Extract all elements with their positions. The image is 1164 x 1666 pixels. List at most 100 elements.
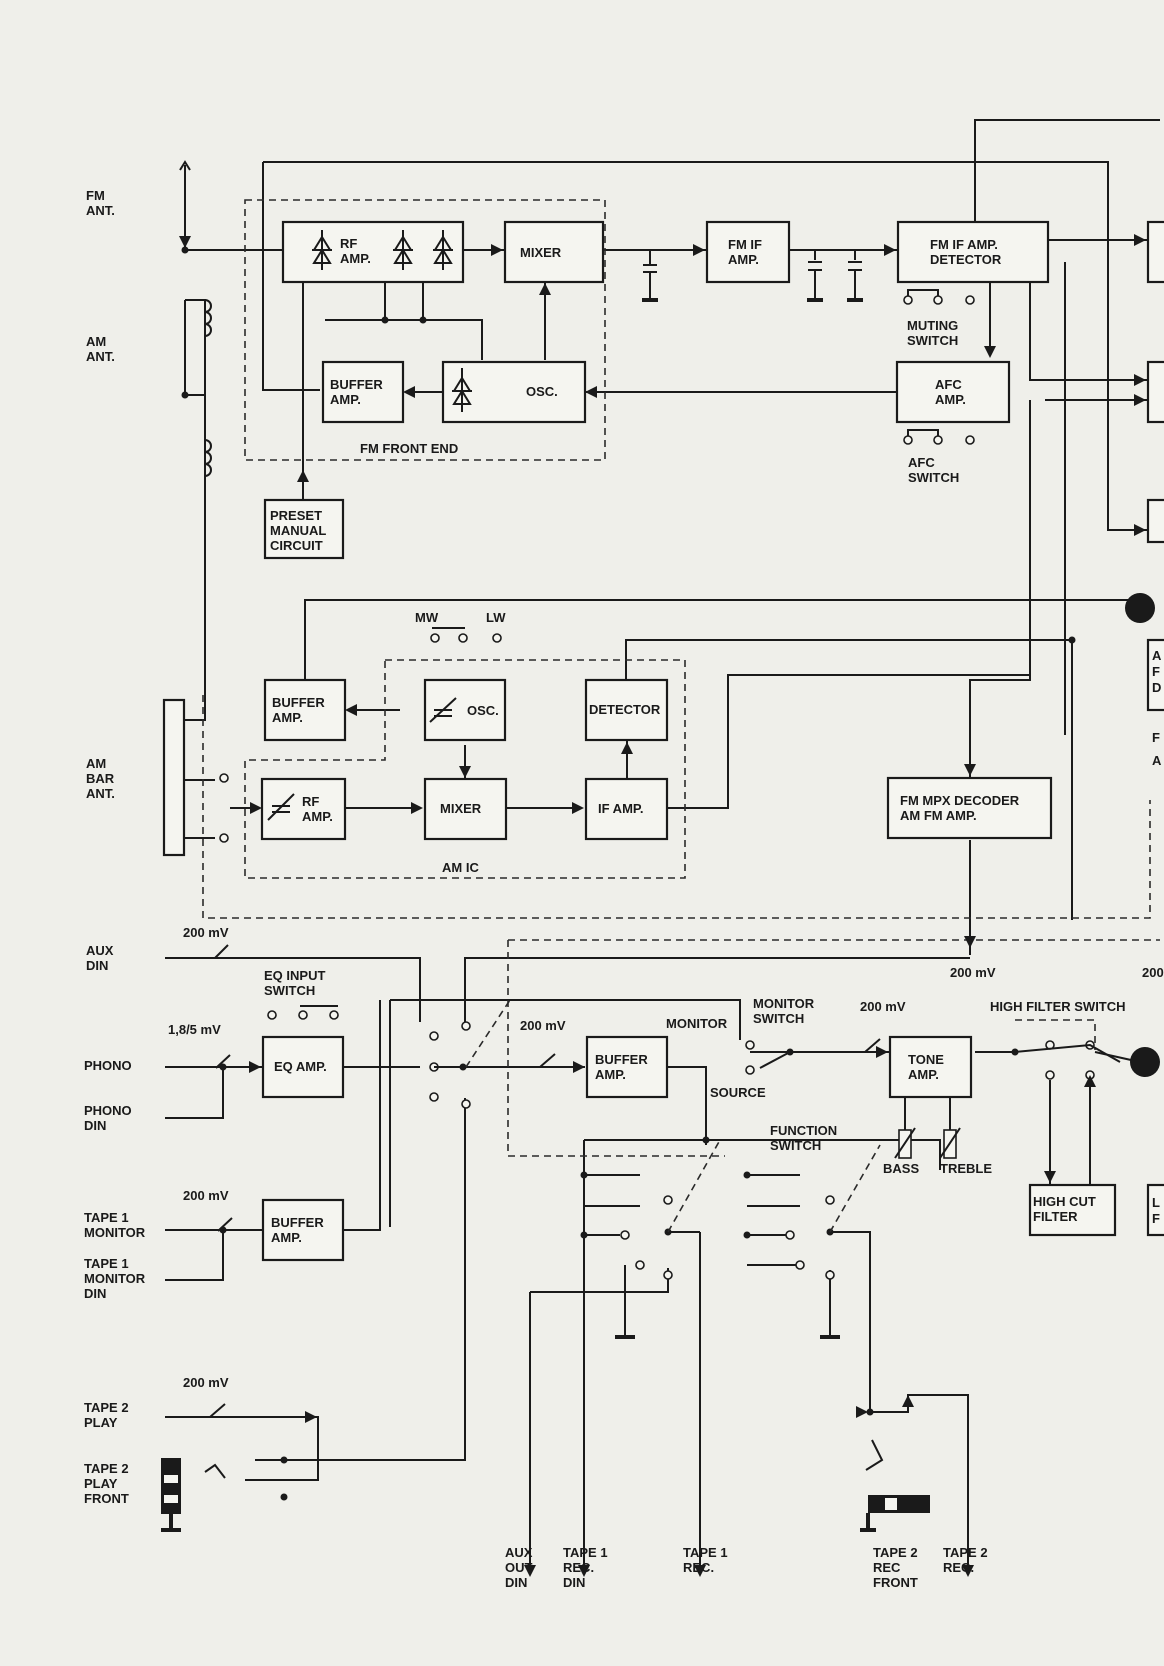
block-label: OSC. — [526, 384, 558, 399]
tape1-level-label: 200 mV — [183, 1188, 229, 1203]
aux-level-label: 200 mV — [183, 925, 229, 940]
mw-label: MW — [415, 610, 439, 625]
switch-wiper — [907, 289, 939, 296]
bass-label: BASS — [883, 1161, 919, 1176]
variable-capacitor-icon — [267, 793, 295, 821]
source-label: SOURCE — [710, 1085, 766, 1100]
group-labels: FM FRONT END AM IC — [360, 441, 479, 875]
junction-dot-large — [1130, 1047, 1160, 1077]
svg-text:D: D — [1152, 680, 1161, 695]
dashed-groups — [202, 199, 1160, 1157]
switch-link — [667, 1139, 721, 1233]
svg-text:A: A — [1152, 753, 1162, 768]
eq-amp-block: EQ AMP. — [261, 1035, 345, 1099]
tone-out-level-label: 200 mV — [950, 965, 996, 980]
treble-pot-icon — [939, 1127, 961, 1159]
block-label: MIXER — [440, 801, 482, 816]
edge-block-1 — [1146, 220, 1164, 284]
switch-wiper — [1014, 1043, 1121, 1063]
block-label: OSC. — [467, 703, 499, 718]
high-filter-group — [1015, 1019, 1096, 1050]
phono-label: PHONO — [84, 1058, 132, 1073]
treble-label: TREBLE — [940, 1161, 992, 1176]
edge-block-3 — [1146, 498, 1164, 544]
tape2-level-label: 200 mV — [183, 1375, 229, 1390]
buffer-in-level-label: 200 mV — [520, 1018, 566, 1033]
mixer-am-block: MIXER — [423, 777, 508, 841]
switch-wiper — [907, 429, 939, 436]
switch-terminals — [219, 295, 1095, 1280]
coil-icon — [204, 299, 212, 337]
high-filter-switch-label: HIGH FILTER SWITCH — [990, 999, 1126, 1014]
coil-icon — [204, 439, 212, 477]
monitor-group — [507, 939, 1160, 1157]
tape2-rec-jack-icon — [860, 1439, 930, 1532]
varactor-icon — [393, 230, 413, 270]
switch-wiper — [759, 1051, 791, 1069]
svg-text:F: F — [1152, 1211, 1160, 1226]
ceramic-filter-icon — [807, 261, 823, 302]
ceramic-filter-icon — [642, 264, 658, 302]
svg-text:A: A — [1152, 648, 1162, 663]
edge-level-label: 200 — [1142, 965, 1164, 980]
phono-level-label: 1,8/5 mV — [168, 1022, 221, 1037]
edge-block-2 — [1146, 360, 1164, 424]
if-amp-block: IF AMP. — [584, 777, 669, 841]
am-ic-label: AM IC — [442, 860, 479, 875]
varactor-icon — [433, 230, 453, 270]
am-ic-group — [244, 659, 686, 879]
fm-if-detector-block: FM IF AMP.DETECTOR — [896, 220, 1050, 284]
block-label: FM IF AMP.DETECTOR — [930, 237, 1002, 267]
block-label: MIXER — [520, 245, 562, 260]
fm-front-end-group — [244, 199, 606, 461]
level-labels: 200 mV 1,8/5 mV 200 mV 200 mV 200 mV 200… — [168, 925, 1164, 1390]
edge-block-4 — [1146, 638, 1164, 712]
varactor-icon — [452, 368, 472, 412]
components — [161, 230, 1160, 1577]
tone-in-level-label: 200 mV — [860, 999, 906, 1014]
tape2-play-jack-icon — [161, 1458, 226, 1532]
level-mark — [209, 944, 881, 1418]
bass-pot-icon — [894, 1127, 916, 1159]
lw-label: LW — [486, 610, 506, 625]
switch-link — [829, 1144, 881, 1233]
am-bar-group — [202, 695, 1151, 919]
